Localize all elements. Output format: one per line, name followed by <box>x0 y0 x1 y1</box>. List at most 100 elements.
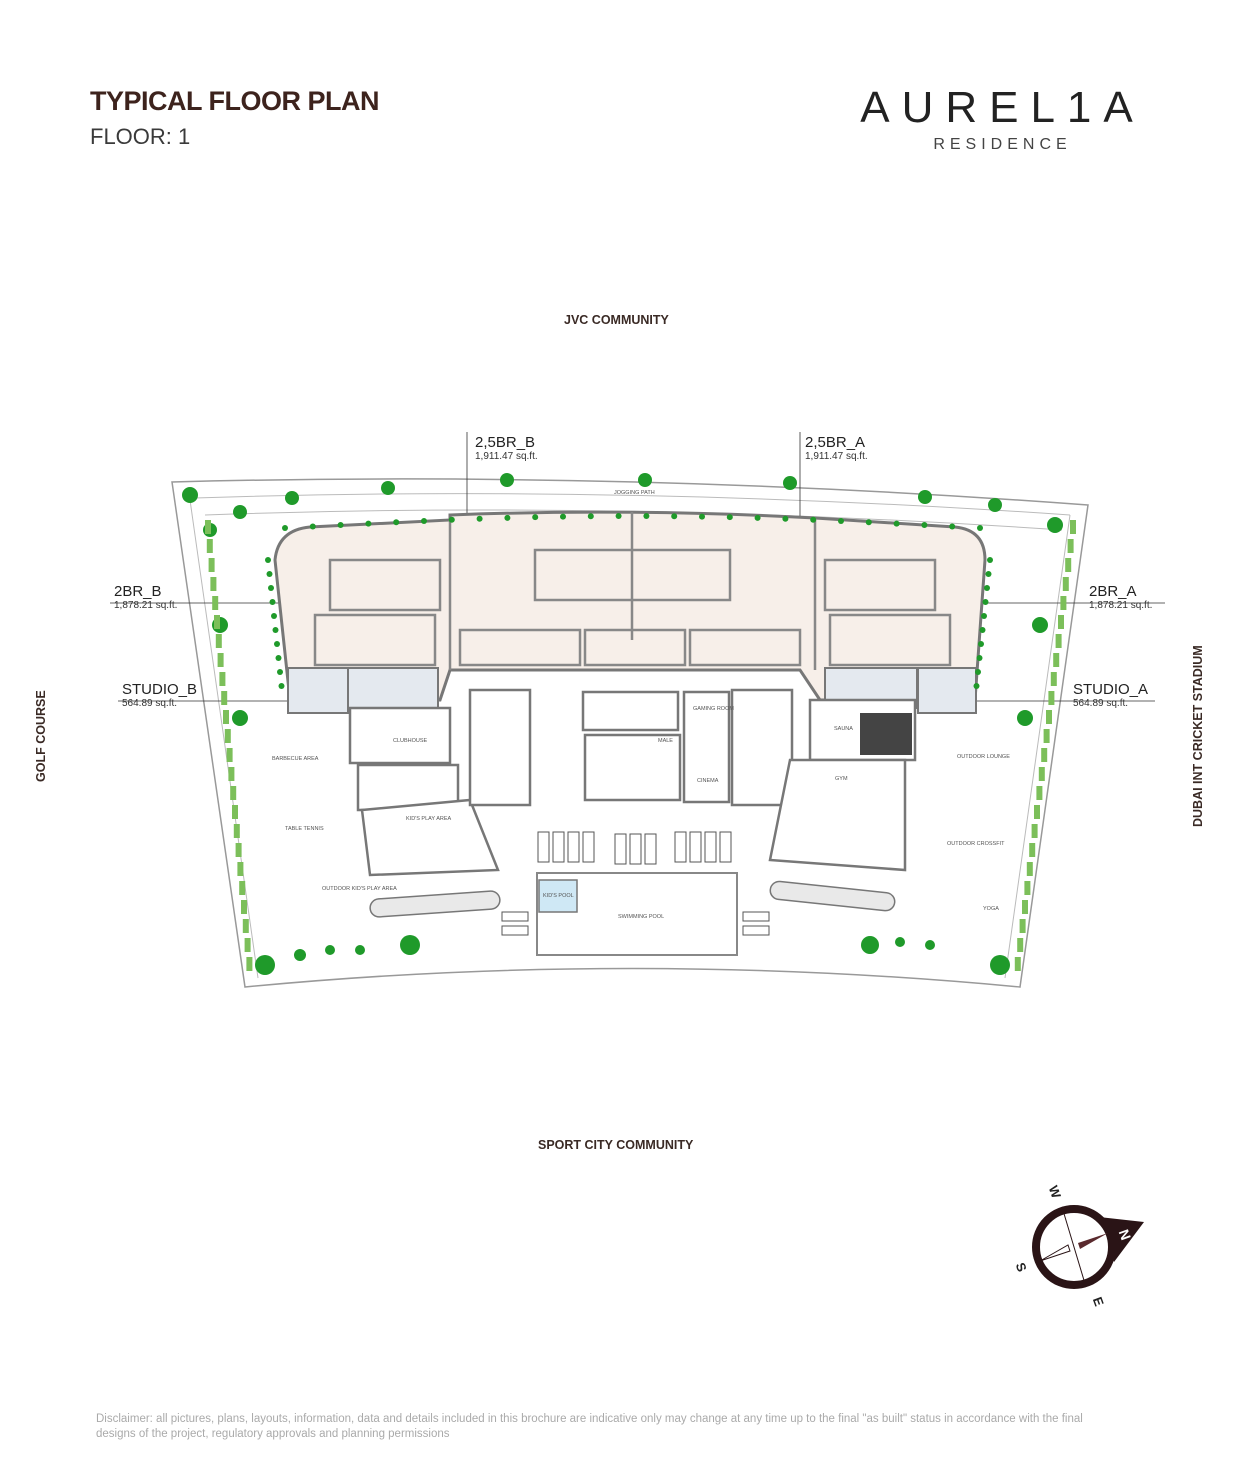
unit-area: 564.89 sq.ft. <box>1073 698 1129 709</box>
hedge <box>219 672 226 686</box>
lounger <box>537 831 550 863</box>
hedge <box>215 634 222 648</box>
studio-a <box>917 667 977 714</box>
disclaimer: Disclaimer: all pictures, plans, layouts… <box>96 1413 1083 1440</box>
tree-icon <box>893 520 900 527</box>
hedge <box>217 653 224 667</box>
hedge <box>1050 672 1057 686</box>
hedge <box>206 539 213 553</box>
unit-name: 2,5BR_A <box>805 434 866 451</box>
logo-sub: RESIDENCE <box>933 136 1072 153</box>
hedge <box>223 710 229 724</box>
label-clubhouse: CLUBHOUSE <box>393 738 428 744</box>
hedge <box>1022 900 1028 914</box>
hedge <box>241 900 247 914</box>
lounger <box>704 831 717 863</box>
lounger <box>674 831 687 863</box>
hedge <box>1048 691 1055 705</box>
label-kids-pool: KID'S POOL <box>543 893 574 899</box>
tree-icon <box>278 683 285 689</box>
tree-icon <box>265 557 271 563</box>
tree-icon <box>615 513 622 520</box>
hedge <box>1060 596 1067 610</box>
label-kids-play: KID'S PLAY AREA <box>406 816 452 822</box>
compass-e: E <box>1090 1295 1107 1309</box>
brand-logo: AUREL1A RESIDENCE <box>860 84 1145 154</box>
tree-icon <box>309 523 316 530</box>
tree-icon <box>981 613 987 619</box>
hedge <box>230 786 237 800</box>
hedge <box>212 596 219 610</box>
hedge <box>1041 748 1048 762</box>
page-title: TYPICAL FLOOR PLAN <box>90 86 380 116</box>
tree-icon <box>282 525 288 531</box>
tree-icon <box>182 487 198 503</box>
label-jogging: JOGGING PATH <box>614 490 655 496</box>
tree-icon <box>978 641 984 647</box>
kids-pool <box>538 879 578 913</box>
hedge <box>1065 558 1072 572</box>
tree-icon <box>272 627 279 633</box>
lounger <box>689 831 702 863</box>
tree-icon <box>233 505 247 519</box>
lounger <box>742 911 770 922</box>
unit-area: 1,878.21 sq.ft. <box>1089 600 1153 611</box>
unit-name: STUDIO_B <box>122 681 198 698</box>
lounger <box>582 831 595 863</box>
hedge <box>1034 805 1040 819</box>
hedge <box>244 938 251 952</box>
tree-icon <box>984 585 990 591</box>
hedge <box>1036 786 1043 800</box>
label-bbq: BARBECUE AREA <box>272 756 319 762</box>
tree-icon <box>979 627 986 633</box>
lounger <box>552 831 565 863</box>
lounger <box>501 925 529 936</box>
tree-icon <box>325 945 335 955</box>
tree-icon <box>1047 517 1063 533</box>
hedge <box>242 919 249 933</box>
hedge <box>228 767 235 781</box>
lounger <box>567 831 580 863</box>
tree-icon <box>671 513 678 520</box>
tree-icon <box>266 571 273 577</box>
tree-icon <box>381 481 395 495</box>
tree-icon <box>988 498 1002 512</box>
hedge <box>1026 862 1033 876</box>
tree-icon <box>783 476 797 490</box>
label-outdoor-lounge: OUTDOOR LOUNGE <box>957 754 1010 760</box>
tree-icon <box>275 655 282 661</box>
label-table-tennis: TABLE TENNIS <box>285 826 324 832</box>
label-sauna: SAUNA <box>834 726 853 732</box>
label-crossfit: OUTDOOR CROSSFIT <box>947 841 1005 847</box>
tree-icon <box>294 949 306 961</box>
tree-icon <box>861 936 879 954</box>
tree-icon <box>990 955 1010 975</box>
lounger <box>644 833 657 865</box>
tree-icon <box>355 945 365 955</box>
hedge <box>1031 824 1038 838</box>
hedge <box>239 881 246 895</box>
compass-s: S <box>1013 1261 1030 1275</box>
hedge <box>208 558 215 572</box>
tree-icon <box>975 669 981 675</box>
studio-b-2 <box>347 667 439 709</box>
tree-icon <box>638 473 652 487</box>
hedge <box>237 862 244 876</box>
planters <box>369 880 896 918</box>
hedge <box>1062 577 1069 591</box>
unit-name: 2BR_B <box>114 583 162 600</box>
tree-icon <box>949 523 956 530</box>
tree-icon <box>504 514 511 521</box>
hedge <box>232 805 238 819</box>
hedge <box>1046 710 1052 724</box>
tree-icon <box>1032 617 1048 633</box>
tree-icon <box>921 522 928 529</box>
hedge <box>246 957 253 971</box>
hedge <box>1038 767 1045 781</box>
label-cinema: CINEMA <box>697 778 719 784</box>
